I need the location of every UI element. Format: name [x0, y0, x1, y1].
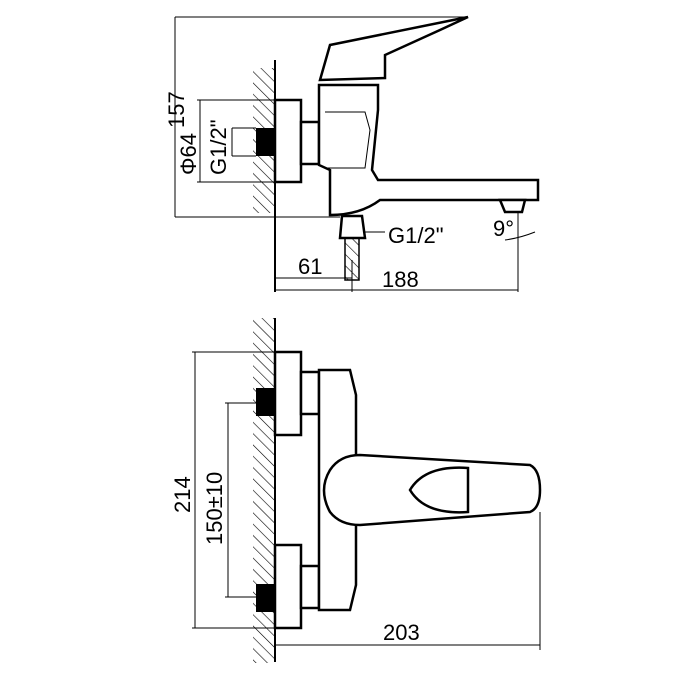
- height-157: 157: [164, 91, 189, 128]
- inlet-thread-g12: G1/2": [206, 119, 231, 175]
- aerator: [498, 198, 527, 214]
- body-cap: [325, 111, 371, 169]
- escutcheon-top: [273, 350, 303, 437]
- side-view: 157 Φ64 G1/2" G1/2" 9° 61 188: [164, 15, 540, 292]
- mixer-body: [317, 83, 540, 217]
- diameter-64: Φ64: [176, 133, 201, 175]
- reach-188: 188: [382, 267, 419, 292]
- angle-9: 9°: [493, 216, 514, 241]
- escutcheon-bottom: [273, 543, 303, 630]
- front-view: 214 150±10 203: [170, 318, 542, 663]
- nut-bottom: [299, 564, 321, 610]
- nut-top: [299, 370, 321, 416]
- angle-arc: [504, 231, 536, 241]
- outlet-thread-g12: G1/2": [388, 223, 444, 248]
- dim-g12-bracket: [231, 127, 256, 157]
- height-214: 214: [170, 476, 195, 513]
- lever-handle: [318, 15, 469, 82]
- inlet-thread: [256, 128, 275, 156]
- depth-203: 203: [383, 620, 420, 645]
- centers-150: 150±10: [202, 472, 227, 545]
- offset-61: 61: [298, 254, 322, 279]
- escutcheon: [273, 98, 303, 184]
- hose-connector: [338, 214, 367, 240]
- inlet-thread-top: [256, 388, 275, 416]
- lever-recess: [408, 466, 470, 514]
- inlet-thread-bottom: [256, 584, 275, 612]
- connector-nut: [299, 120, 321, 166]
